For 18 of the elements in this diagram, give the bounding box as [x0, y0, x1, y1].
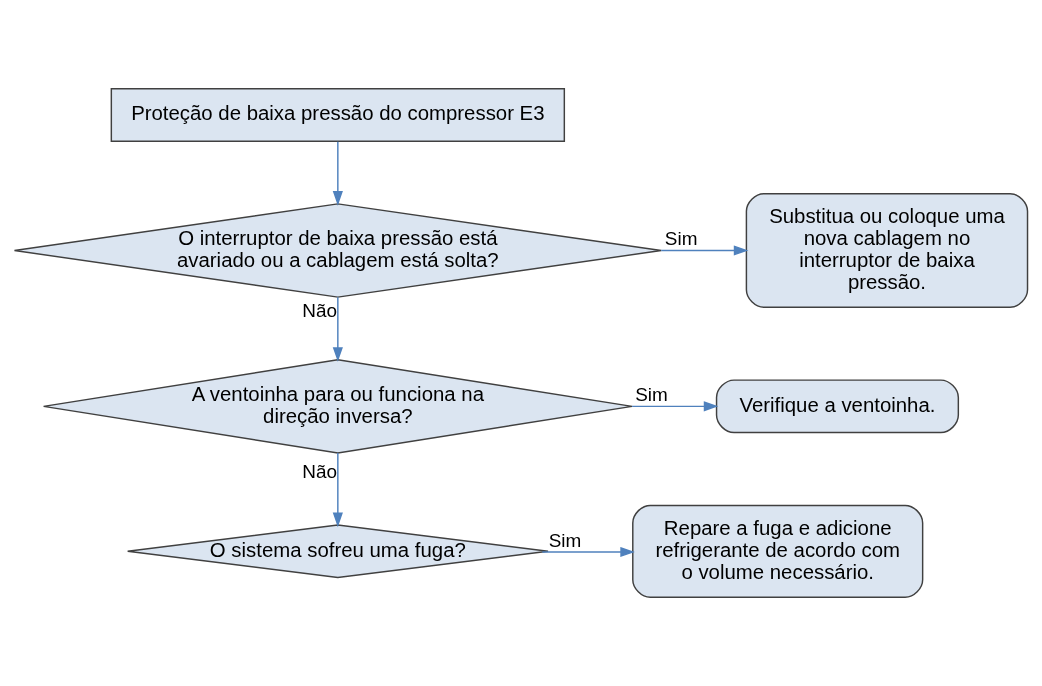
node-diamond: O interruptor de baixa pressão está avariado ou a cablagem está solta?	[13, 203, 662, 298]
node-box: Substitua ou coloque uma nova cablagem no interruptor de baixa pressão.	[745, 192, 1029, 309]
edge-label: Não	[302, 460, 337, 482]
node-box: Repare a fuga e adicione refrigerante de acordo com o volume necessário.	[632, 504, 924, 598]
edge-label: Não	[302, 300, 337, 322]
arrow	[541, 546, 635, 558]
arrow	[332, 296, 343, 362]
node-diamond: A ventoinha para ou funciona na direção inversa?	[42, 359, 633, 454]
arrow	[332, 141, 343, 206]
node-box: Proteção de baixa pressão do compressor E3	[110, 88, 566, 142]
node-box: Verifique a ventoinha.	[715, 379, 960, 434]
arrow	[631, 401, 719, 412]
arrow	[332, 452, 343, 528]
edge-label: Sim	[548, 529, 582, 551]
edge-label: Sim	[664, 228, 698, 250]
edge-label: Sim	[635, 384, 668, 406]
arrow	[660, 245, 749, 256]
node-diamond: O sistema sofreu uma fuga?	[126, 524, 549, 579]
